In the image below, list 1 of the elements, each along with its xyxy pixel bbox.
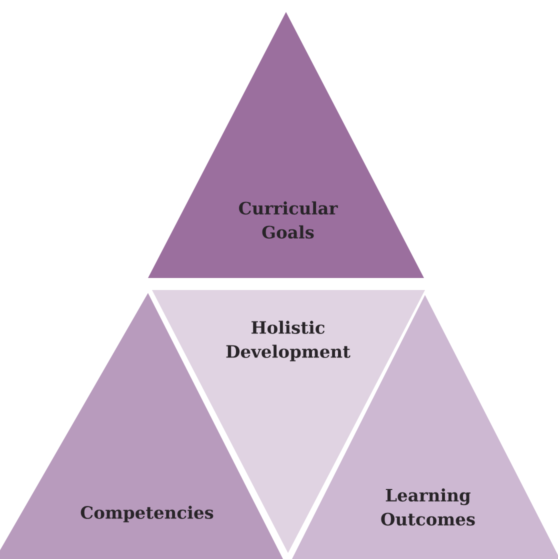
triangle: Curricular Goals bbox=[148, 12, 424, 278]
